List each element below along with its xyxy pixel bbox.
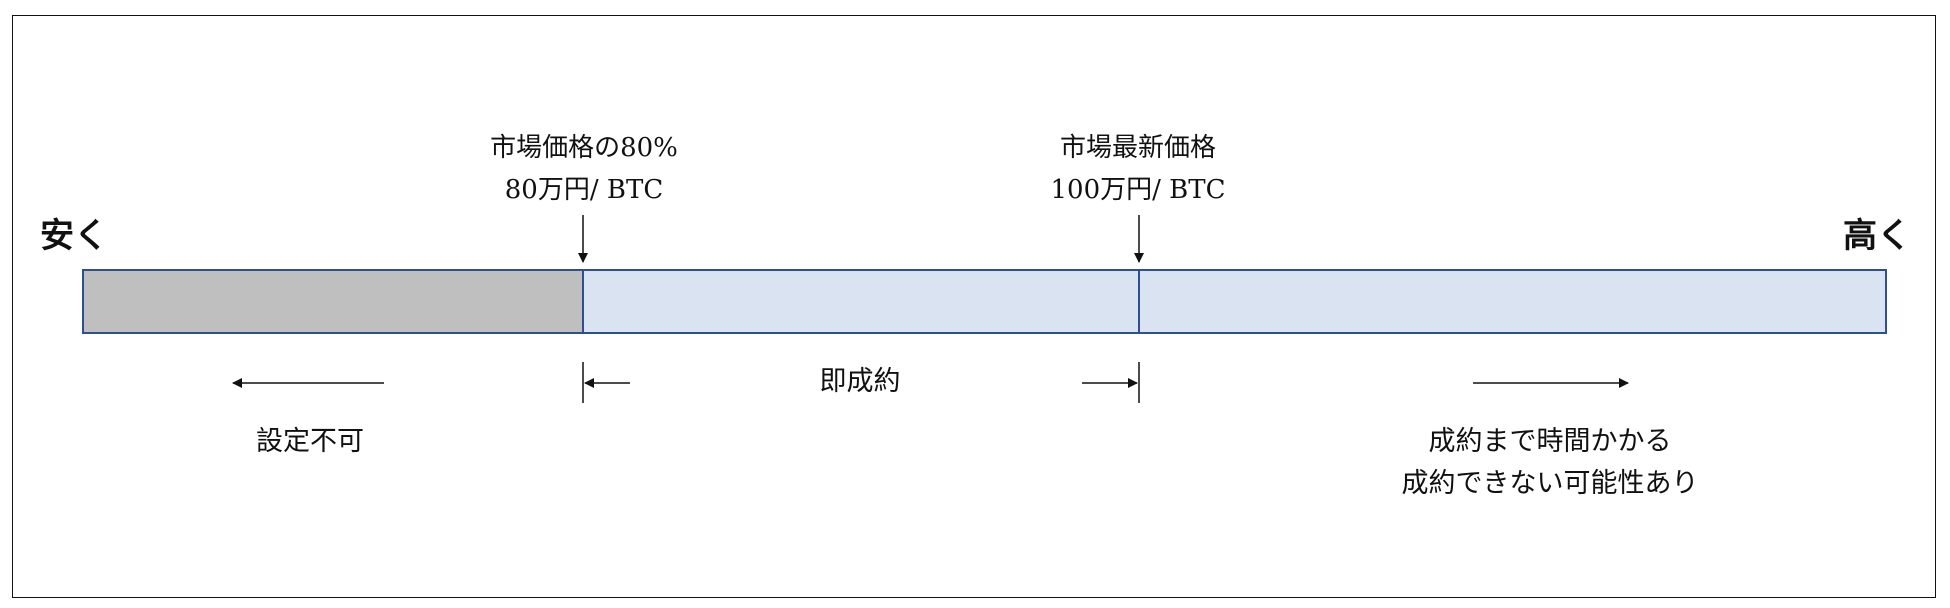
unavailable-label: 設定不可 bbox=[256, 426, 364, 457]
slow-fill-label: 成約まで時間かかる 成約できない可能性あり bbox=[1290, 421, 1810, 505]
marker-80-line2: 80万円/ BTC bbox=[504, 175, 664, 205]
instant-fill-segment bbox=[582, 269, 1140, 334]
slow-fill-line2: 成約できない可能性あり bbox=[1401, 468, 1699, 499]
expensive-end-label: 高く bbox=[1843, 216, 1911, 256]
cheap-end-label: 安く bbox=[40, 216, 108, 256]
marker-market-line2: 100万円/ BTC bbox=[1050, 175, 1226, 205]
diagram-frame bbox=[12, 15, 1936, 598]
marker-80-percent-label: 市場価格の80% 80万円/ BTC bbox=[434, 127, 734, 211]
marker-market-price-label: 市場最新価格 100万円/ BTC bbox=[988, 127, 1288, 211]
slow-fill-line1: 成約まで時間かかる bbox=[1428, 426, 1672, 457]
slow-fill-segment bbox=[1138, 269, 1887, 334]
marker-market-line1: 市場最新価格 bbox=[1059, 133, 1216, 163]
marker-80-line1: 市場価格の80% bbox=[490, 133, 678, 163]
instant-fill-label: 即成約 bbox=[819, 366, 901, 397]
unavailable-segment bbox=[82, 269, 584, 334]
